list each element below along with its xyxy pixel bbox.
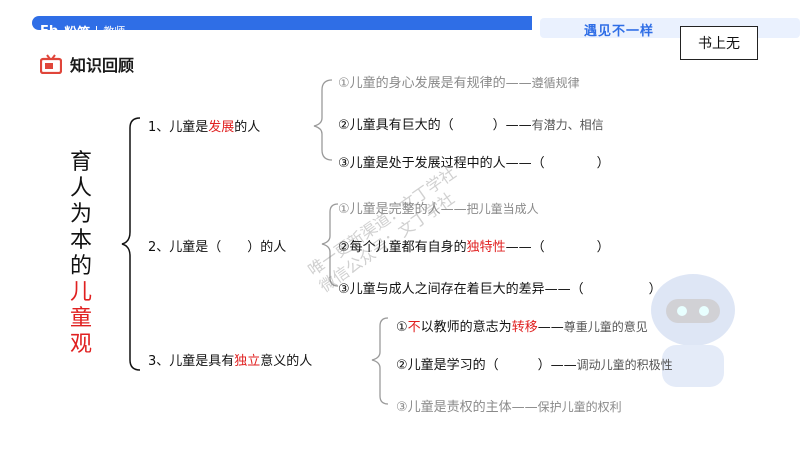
- item-text: ②每个儿童都有自身的: [338, 240, 467, 255]
- bracket-2: [321, 203, 339, 287]
- item-highlight: 独特性: [466, 240, 506, 255]
- bracket-1: [313, 79, 333, 161]
- branch-3-text: 3、儿童是具有: [148, 354, 235, 369]
- item-note: 把儿童当成人: [466, 202, 539, 216]
- main-bracket: [121, 117, 141, 371]
- branch-1-highlight: 发展: [208, 120, 235, 135]
- item-text: ——: [537, 320, 564, 335]
- item-text: ——（ ）: [505, 240, 610, 255]
- item-note: 遵循规律: [531, 76, 580, 90]
- branch-1-item-1: ①儿童的身心发展是有规律的——遵循规律: [338, 72, 580, 91]
- brand-logo: Fb 粉笔 教师: [40, 22, 126, 41]
- item-text: ②儿童具有巨大的（ ）——: [338, 118, 532, 133]
- item-note: 尊重儿童的意见: [563, 320, 648, 334]
- vtitle-char: 本: [69, 228, 92, 253]
- corner-label: 书上无: [680, 26, 758, 60]
- logo-divider: [96, 25, 98, 37]
- branch-3-text: 意义的人: [260, 354, 313, 369]
- branch-3-item-1: ①不以教师的意志为转移——尊重儿童的意见: [396, 316, 648, 335]
- item-text: ②儿童是学习的（ ）——: [396, 358, 577, 373]
- logo-sub: 教师: [103, 25, 126, 38]
- branch-3-label: 3、儿童是具有独立意义的人: [148, 350, 312, 369]
- vtitle-char: 人: [69, 176, 92, 201]
- vertical-title: 育 人 为 本 的 儿 童 观: [66, 150, 96, 358]
- section-title: 知识回顾: [70, 56, 135, 75]
- vtitle-char-highlight: 观: [69, 332, 92, 357]
- branch-3-item-3: ③儿童是责权的主体——保护儿童的权利: [396, 396, 622, 415]
- vtitle-char: 的: [69, 254, 92, 279]
- item-text: ①儿童的身心发展是有规律的——: [338, 76, 532, 91]
- item-text: ③儿童是责权的主体——: [396, 400, 538, 415]
- logo-fb: Fb: [40, 23, 59, 39]
- item-text: ①儿童是完整的人——: [338, 202, 467, 217]
- branch-3-item-2: ②儿童是学习的（ ）——调动儿童的积极性: [396, 354, 673, 373]
- branch-1-text: 的人: [234, 120, 261, 135]
- bracket-3: [371, 317, 389, 405]
- branch-2-item-1: ①儿童是完整的人——把儿童当成人: [338, 198, 539, 217]
- vtitle-char: 为: [69, 202, 92, 227]
- vtitle-char: 育: [69, 150, 92, 175]
- branch-1-label: 1、儿童是发展的人: [148, 116, 260, 135]
- item-text: ③儿童是处于发展过程中的人——（ ）: [338, 156, 610, 171]
- branch-2-label: 2、儿童是（ ）的人: [148, 240, 287, 255]
- item-note: 保护儿童的权利: [537, 400, 622, 414]
- branch-1-text: 1、儿童是: [148, 120, 209, 135]
- logo-brand: 粉笔: [64, 25, 91, 41]
- vtitle-char-highlight: 儿: [69, 280, 92, 305]
- item-highlight: 转移: [511, 320, 538, 335]
- item-note: 调动儿童的积极性: [576, 358, 673, 372]
- item-text: ③儿童与成人之间存在着巨大的差异——（ ）: [338, 282, 662, 297]
- branch-1-item-3: ③儿童是处于发展过程中的人——（ ）: [338, 152, 610, 171]
- branch-3-highlight: 独立: [234, 354, 261, 369]
- vtitle-char-highlight: 童: [69, 306, 92, 331]
- item-highlight: 不: [407, 320, 421, 335]
- item-text: ①: [396, 320, 408, 335]
- tv-icon: [40, 54, 62, 74]
- item-text: 以教师的意志为: [420, 320, 512, 335]
- branch-2-item-2: ②每个儿童都有自身的独特性——（ ）: [338, 236, 610, 255]
- section-heading: 知识回顾: [40, 52, 134, 76]
- brand-banner: [32, 16, 532, 30]
- robot-mascot-icon: [651, 274, 735, 387]
- branch-1-item-2: ②儿童具有巨大的（ ）——有潜力、相信: [338, 114, 604, 133]
- item-note: 有潜力、相信: [531, 118, 604, 132]
- slogan-text: 遇见不一样: [584, 24, 655, 39]
- branch-2-item-3: ③儿童与成人之间存在着巨大的差异——（ ）: [338, 278, 662, 297]
